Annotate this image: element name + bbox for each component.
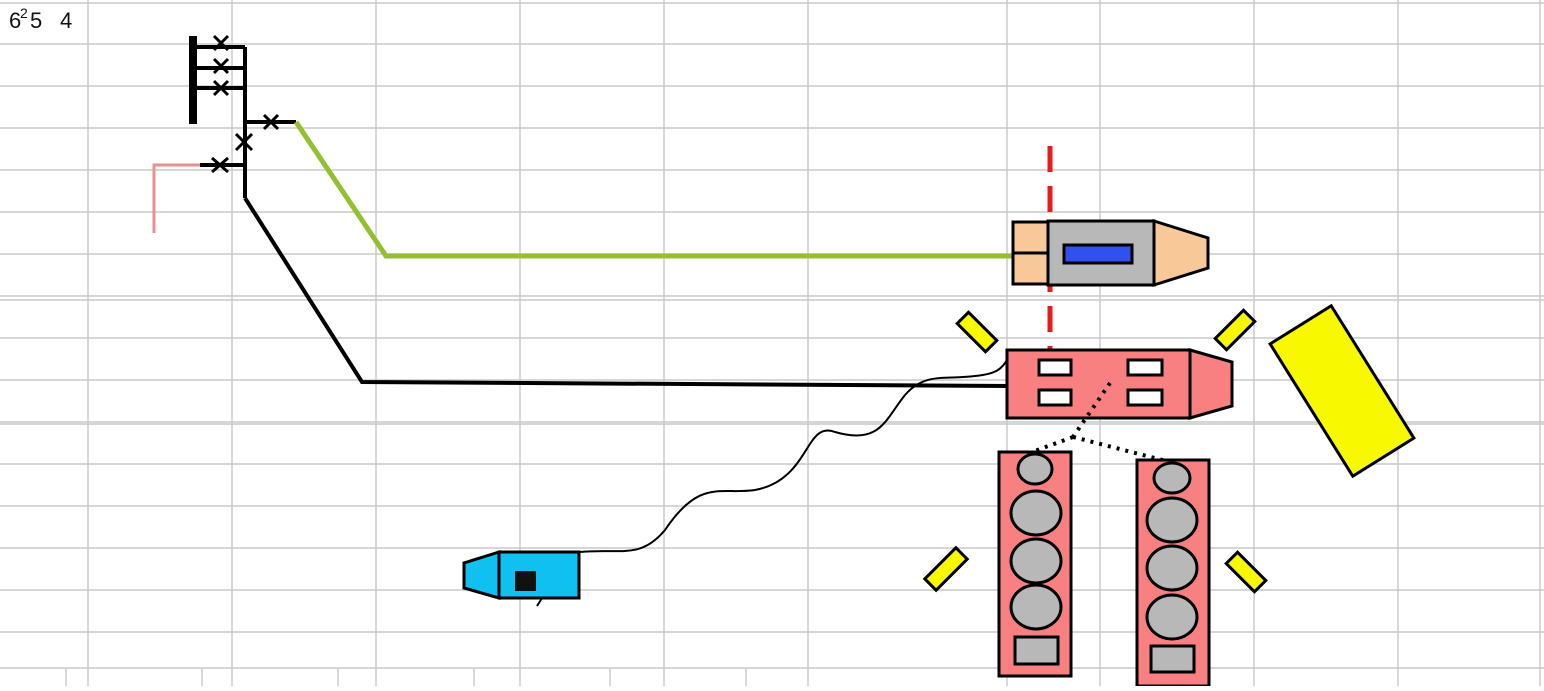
middle-device-nose [1188, 348, 1234, 420]
middle-device-window [1037, 358, 1073, 377]
corner-label-a: 6 [9, 8, 22, 33]
cross-icon [212, 79, 230, 97]
right-tall-unit-cell [1145, 593, 1199, 641]
corner-label-d: 4 [60, 8, 73, 33]
left-tall-unit-cell [1016, 452, 1054, 486]
black-link [243, 196, 1011, 388]
right-tall-unit-cell [1145, 496, 1199, 544]
cyan-unit-block [515, 571, 536, 591]
left-tall-unit-base [1013, 635, 1060, 666]
yellow-marker [1213, 308, 1257, 352]
left-tall-unit-cell [1009, 583, 1063, 631]
busbar-assembly [152, 36, 296, 233]
breaker-crosses [211, 34, 280, 174]
corner-label-b: 2 [20, 5, 28, 21]
yellow-marker [1224, 550, 1268, 594]
right-tall-unit-cell [1145, 544, 1199, 592]
right-tall-unit [1135, 458, 1211, 688]
left-tall-unit-cell [1009, 537, 1063, 585]
left-tall-unit [997, 450, 1073, 678]
cross-icon [211, 156, 229, 174]
cross-icon [262, 113, 280, 131]
yellow-markers [922, 303, 1416, 594]
right-tall-unit-cell [1152, 461, 1192, 495]
middle-device-window [1126, 358, 1164, 377]
top-device [1011, 218, 1210, 288]
cyan-unit-body [497, 550, 581, 600]
yellow-marker [955, 310, 999, 354]
left-tall-unit-cell [1009, 489, 1063, 537]
top-device-nose [1152, 218, 1210, 288]
cyan-unit [462, 549, 581, 600]
pink-stub [152, 163, 200, 233]
cable-line [579, 357, 1009, 553]
corner-label-c: 5 [30, 8, 43, 33]
dotted-connectors [1031, 381, 1171, 464]
yellow-marker [922, 545, 970, 593]
cross-icon [234, 132, 254, 152]
yellow-block [1268, 303, 1416, 479]
middle-device-window [1037, 388, 1073, 407]
cyan-unit-nose [462, 549, 501, 600]
top-device-window [1062, 243, 1134, 265]
cross-icon [212, 57, 230, 75]
middle-device-window [1126, 388, 1164, 407]
middle-device [1005, 348, 1234, 420]
green-link [293, 120, 1014, 259]
right-tall-unit-base [1149, 644, 1196, 674]
cross-icon [212, 34, 230, 52]
